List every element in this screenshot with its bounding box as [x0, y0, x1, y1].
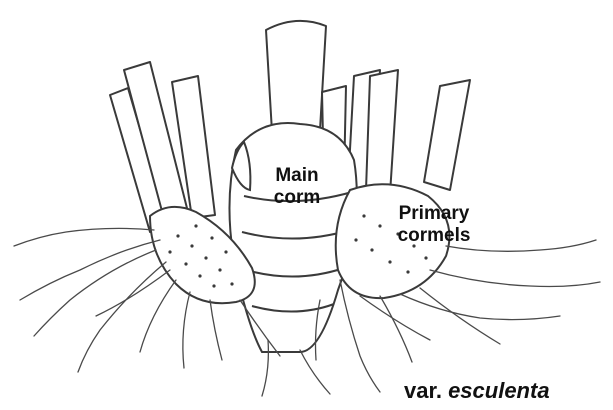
- petiole-right-b: [366, 70, 398, 194]
- variety-caption-name: esculenta: [448, 378, 550, 403]
- primary-cormels-label-line2: cormels: [384, 225, 484, 247]
- main-corm-label-line1: Main: [262, 165, 332, 187]
- variety-caption: var. esculenta: [404, 378, 550, 404]
- primary-cormels-label-line1: Primary: [384, 203, 484, 225]
- main-corm-label-line2: corm: [262, 187, 332, 209]
- main-corm-label: Main corm: [262, 165, 332, 209]
- primary-cormels-label: Primary cormels: [384, 203, 484, 247]
- petiole-right-far: [424, 80, 470, 190]
- petiole-center: [266, 21, 326, 132]
- variety-caption-prefix: var.: [404, 378, 442, 403]
